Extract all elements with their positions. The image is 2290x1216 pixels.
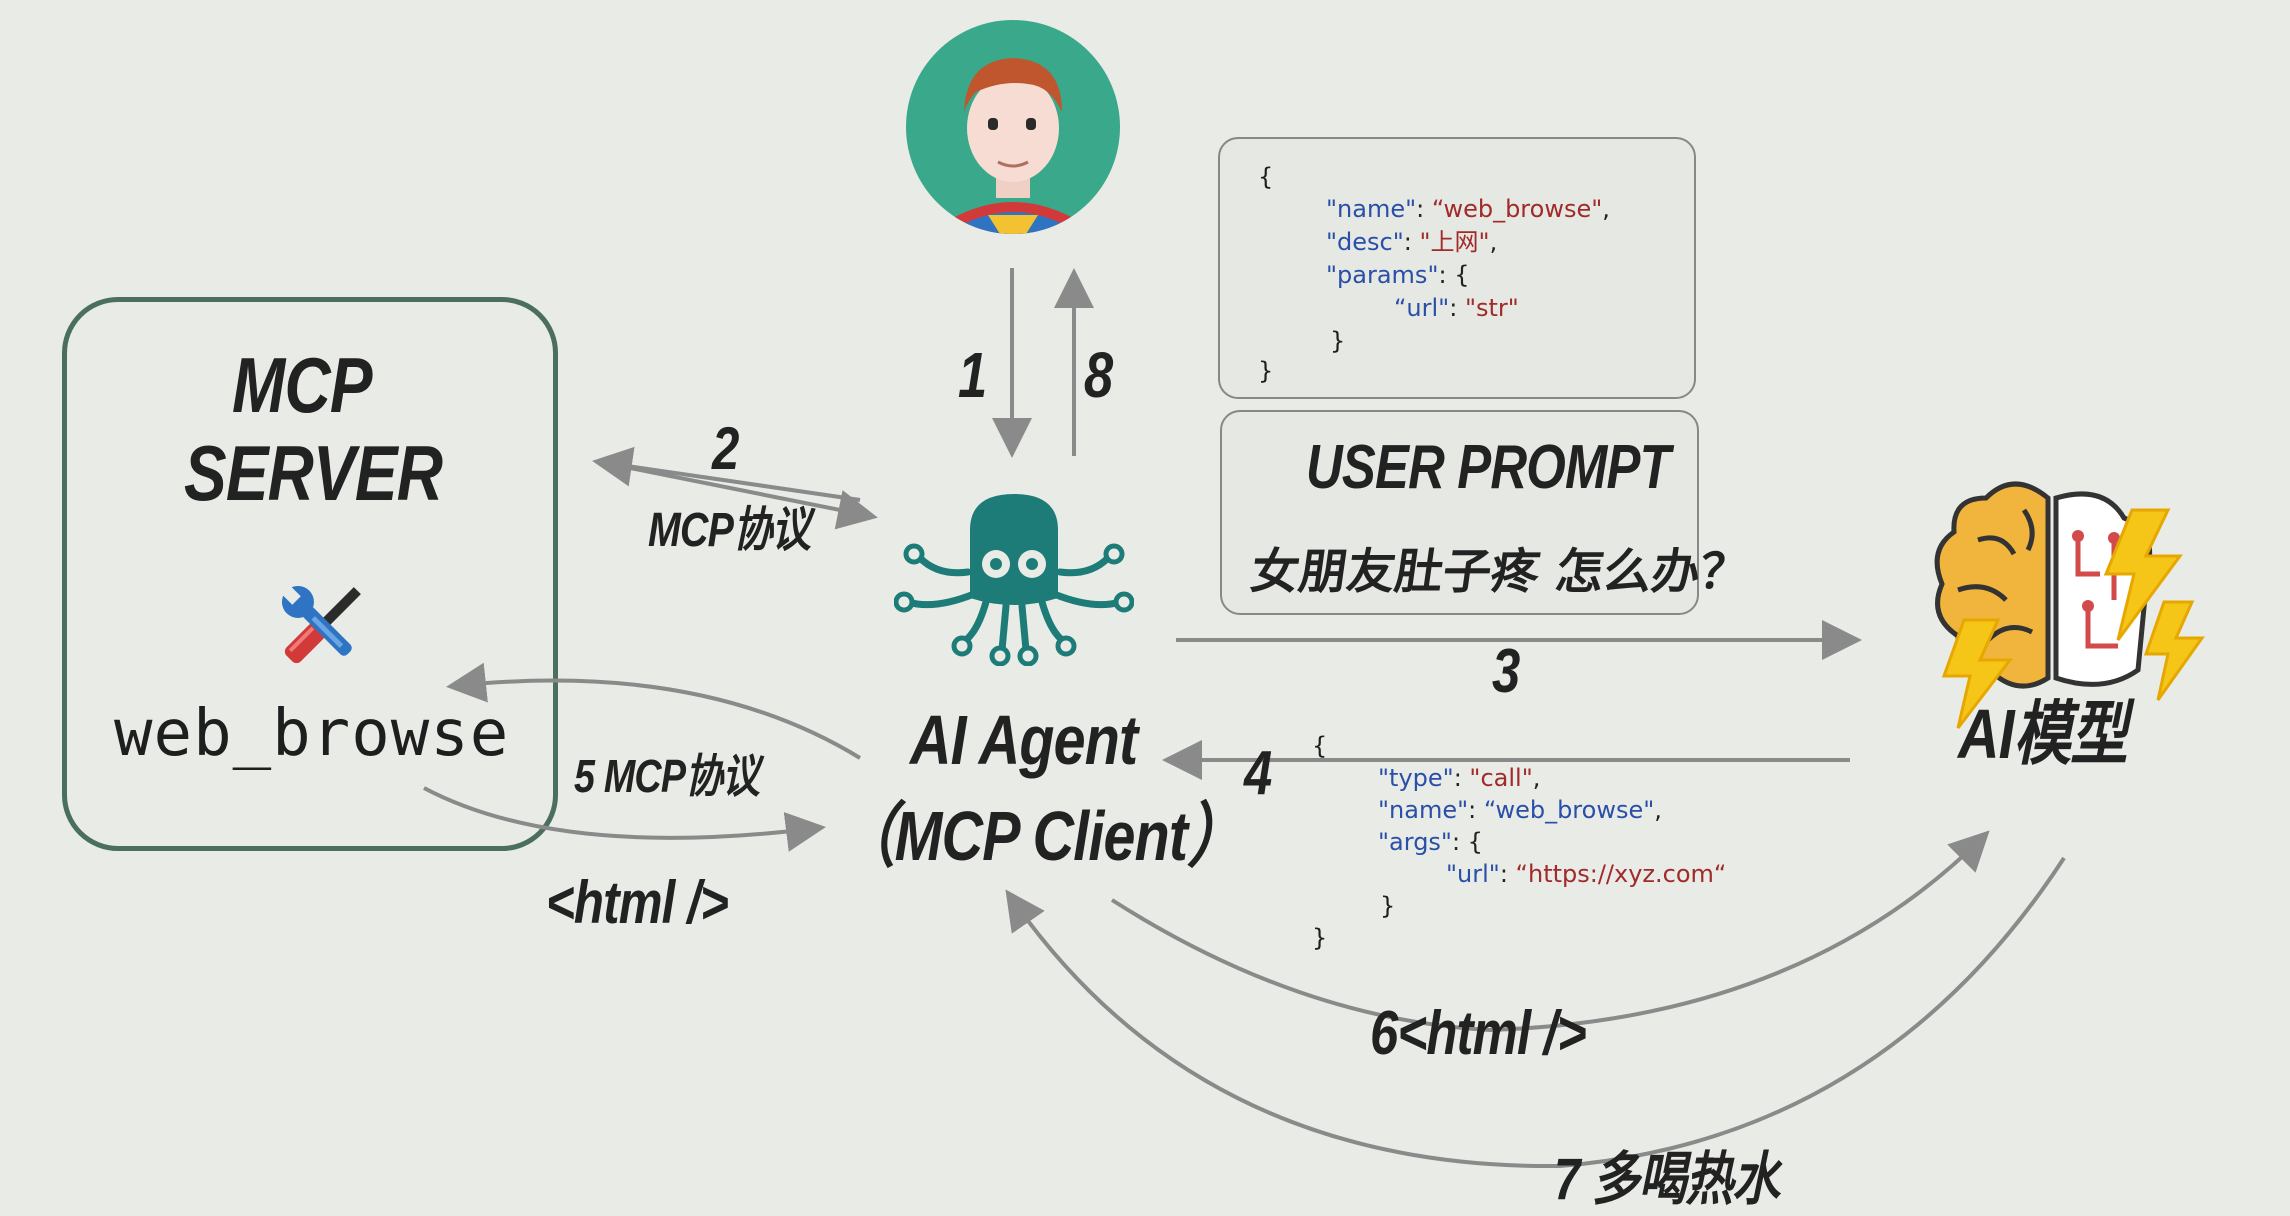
tool-json-close: } xyxy=(1258,357,1274,385)
model-label: AI模型 xyxy=(1958,695,2128,773)
call-json-args-line: "args": { xyxy=(1378,828,1483,856)
agent-label-line2: （MCP Client） xyxy=(838,797,1245,875)
user-avatar-icon[interactable] xyxy=(906,20,1120,234)
tool-json-inner-close: } xyxy=(1330,327,1346,355)
tools-icon xyxy=(280,584,361,664)
step-7-label: 7 多喝热水 xyxy=(1554,1147,1780,1212)
server-title-line1: MCP xyxy=(232,341,373,429)
step-6-label: 6<html /> xyxy=(1370,999,1587,1068)
arrow-step5 xyxy=(446,662,862,760)
step-8-label: 8 xyxy=(1084,339,1113,411)
arrow-step6 xyxy=(1110,830,1990,1033)
call-json-inner-close: } xyxy=(1380,892,1396,920)
arrow-step7 xyxy=(1005,856,2066,1169)
call-json-open: { xyxy=(1312,732,1328,760)
tool-json-desc-line: "desc": "上网", xyxy=(1326,228,1498,256)
tool-json-params-line: "params": { xyxy=(1326,261,1470,289)
brain-lightning-icon[interactable] xyxy=(1928,470,2212,730)
user-prompt-card xyxy=(1220,410,1699,615)
call-json-close: } xyxy=(1312,924,1328,952)
mcp-server-box xyxy=(62,297,558,851)
server-tool-name: web_browse xyxy=(114,697,510,771)
arrow-step2-left xyxy=(592,446,861,502)
call-json-name-line: "name": “web_browse", xyxy=(1378,796,1662,824)
step-2-protocol-label: MCP协议 xyxy=(648,504,811,557)
step-3-label: 3 xyxy=(1492,637,1520,706)
step-5-label: 5 MCP协议 xyxy=(574,750,760,802)
octopus-agent-icon[interactable] xyxy=(894,490,1134,666)
call-json-url-line: "url": “https://xyz.com“ xyxy=(1446,860,1727,888)
agent-label-line1: AI Agent xyxy=(910,701,1138,779)
tool-json-name-line: "name": “web_browse", xyxy=(1326,195,1610,223)
step-2-label: 2 xyxy=(712,415,739,482)
tool-json-url-line: “url": "str" xyxy=(1394,294,1519,322)
step-4-label: 4 xyxy=(1244,739,1272,808)
arrow-step2-right xyxy=(599,460,878,530)
step-1-label: 1 xyxy=(958,339,987,411)
server-title-line2: SERVER xyxy=(184,429,443,517)
arrow-html-return xyxy=(423,786,826,852)
tool-json-open: { xyxy=(1258,163,1274,191)
call-json-type-line: "type": "call", xyxy=(1378,764,1541,792)
prompt-title: USER PROMPT xyxy=(1306,433,1671,502)
html-return-label: <html /> xyxy=(546,869,729,936)
tool-definition-card: { "name": “web_browse", "desc": "上网", "p… xyxy=(1218,137,1696,399)
